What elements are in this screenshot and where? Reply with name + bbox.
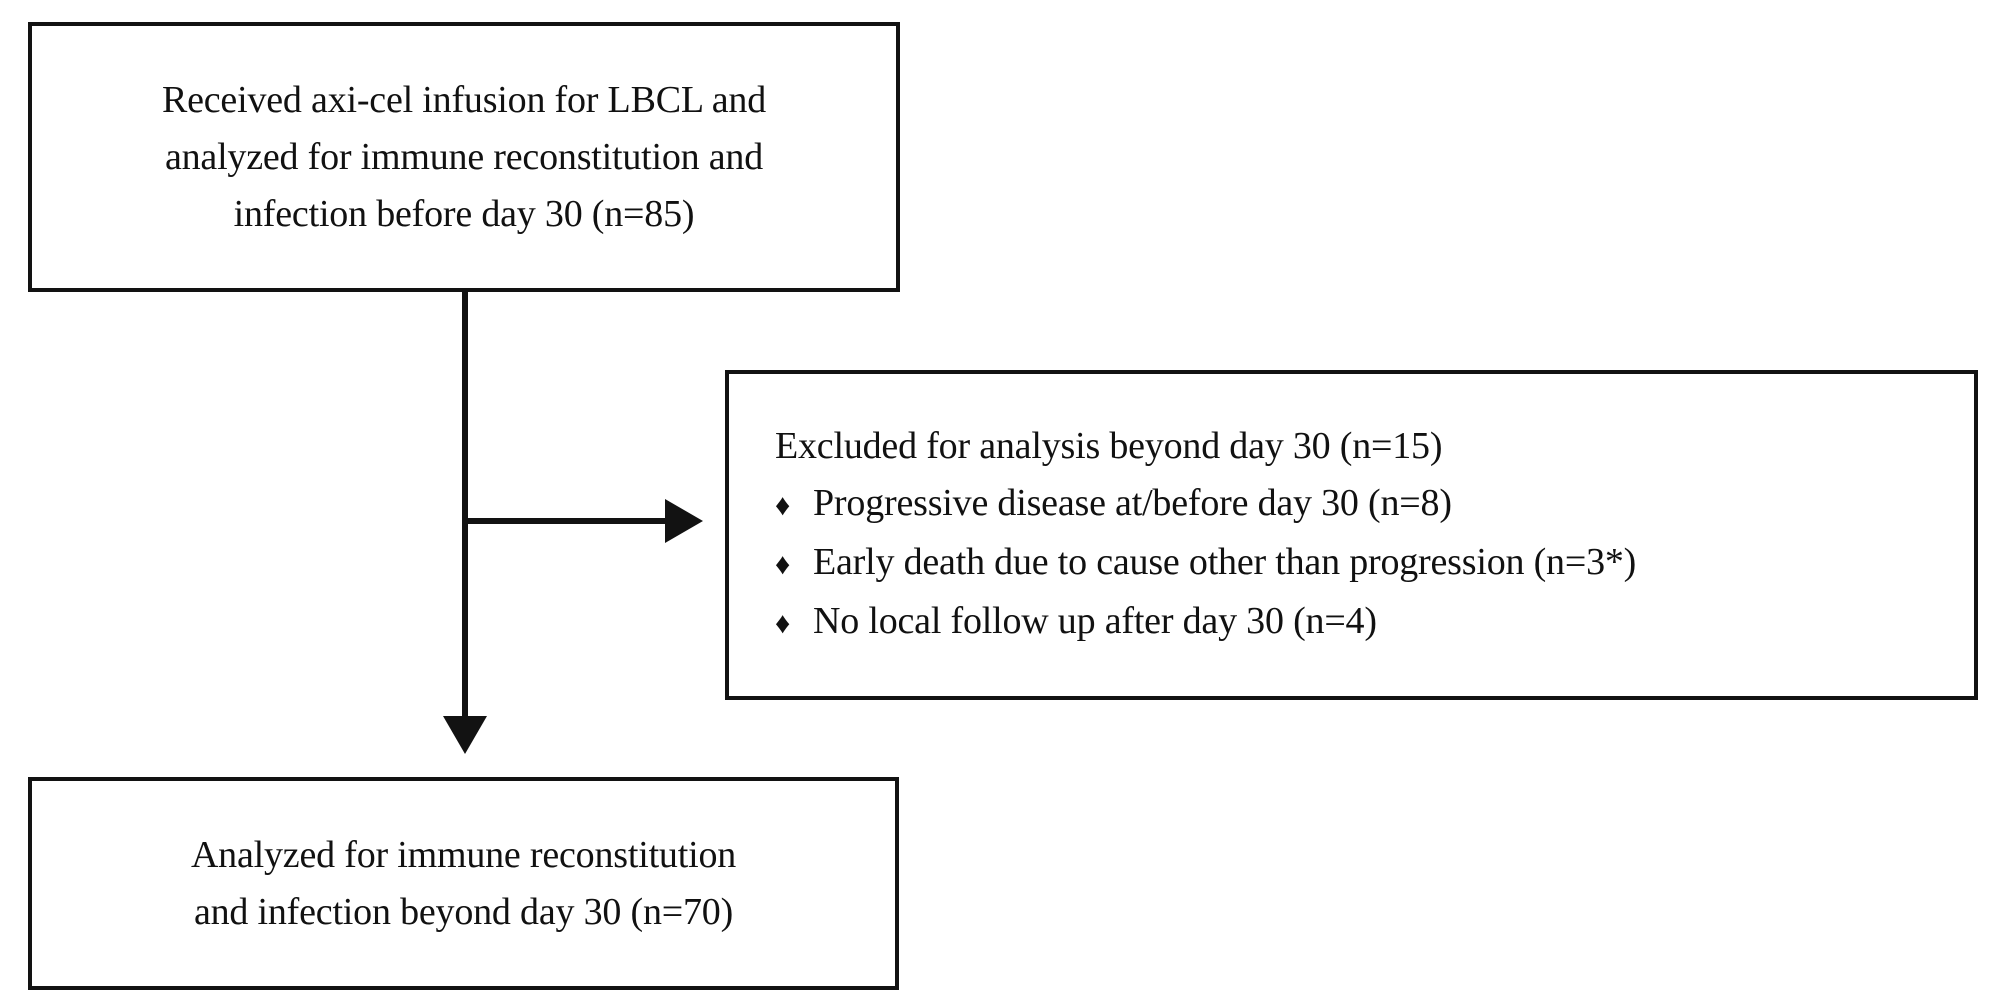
diamond-bullet-icon: ♦ — [775, 607, 791, 640]
node-excluded: Excluded for analysis beyond day 30 (n=1… — [725, 370, 1978, 700]
edge-enrolled-to-analyzed-line — [462, 292, 468, 724]
node-enrolled-line-2: analyzed for immune reconstitution and — [164, 135, 764, 178]
node-excluded-bullet-1: ♦ Progressive disease at/before day 30 (… — [775, 475, 1452, 534]
node-analyzed-line-1: Analyzed for immune reconstitution — [190, 833, 737, 876]
diamond-bullet-icon: ♦ — [775, 489, 791, 522]
node-excluded-bullet-2-label: Early death due to cause other than prog… — [813, 541, 1637, 583]
node-excluded-heading: Excluded for analysis beyond day 30 (n=1… — [775, 425, 1443, 467]
node-excluded-bullet-3-label: No local follow up after day 30 (n=4) — [813, 600, 1377, 642]
node-enrolled-line-3: infection before day 30 (n=85) — [233, 192, 695, 235]
node-analyzed: Analyzed for immune reconstitution and i… — [28, 777, 899, 990]
arrow-right-icon — [665, 499, 703, 543]
diamond-bullet-icon: ♦ — [775, 548, 791, 581]
node-excluded-bullet-2: ♦ Early death due to cause other than pr… — [775, 534, 1636, 593]
node-excluded-bullet-1-label: Progressive disease at/before day 30 (n=… — [813, 482, 1452, 524]
node-enrolled-line-1: Received axi-cel infusion for LBCL and — [161, 78, 767, 121]
node-analyzed-line-2: and infection beyond day 30 (n=70) — [193, 890, 734, 933]
edge-enrolled-to-excluded-line — [462, 518, 672, 524]
node-excluded-bullet-3: ♦ No local follow up after day 30 (n=4) — [775, 593, 1377, 652]
node-enrolled: Received axi-cel infusion for LBCL and a… — [28, 22, 900, 292]
arrow-down-icon — [443, 716, 487, 754]
